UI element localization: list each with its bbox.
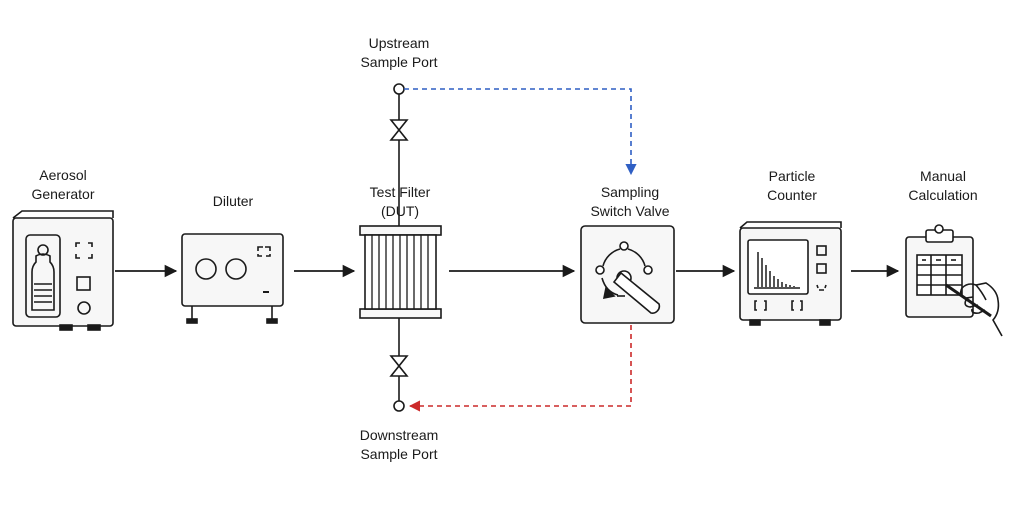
filter-icon	[359, 225, 442, 319]
label-downstream-sample-port: Downstream Sample Port	[359, 427, 439, 462]
label-test-filter: Test Filter (DUT)	[369, 184, 431, 219]
label-aerosol-generator: Aerosol Generator	[31, 167, 95, 202]
upstream-valve-icon	[389, 119, 409, 141]
downstream-valve-icon	[389, 355, 409, 377]
particle-counter-icon	[739, 221, 842, 326]
label-sampling-switch-valve: Sampling Switch Valve	[590, 184, 670, 219]
hand-pen-icon	[945, 282, 1003, 337]
label-diluter: Diluter	[212, 193, 254, 209]
upstream-tap	[393, 83, 405, 226]
label-manual-calculation: Manual Calculation	[908, 168, 978, 203]
upstream-sample-line	[404, 88, 637, 176]
label-upstream-sample-port: Upstream Sample Port	[360, 35, 438, 70]
diluter-icon	[181, 233, 284, 324]
downstream-sample-line	[408, 325, 632, 412]
aerosol-generator-icon	[12, 210, 114, 331]
label-particle-counter: Particle Counter	[767, 168, 817, 203]
valve-icon	[580, 225, 675, 324]
clipboard-icon	[905, 224, 974, 318]
